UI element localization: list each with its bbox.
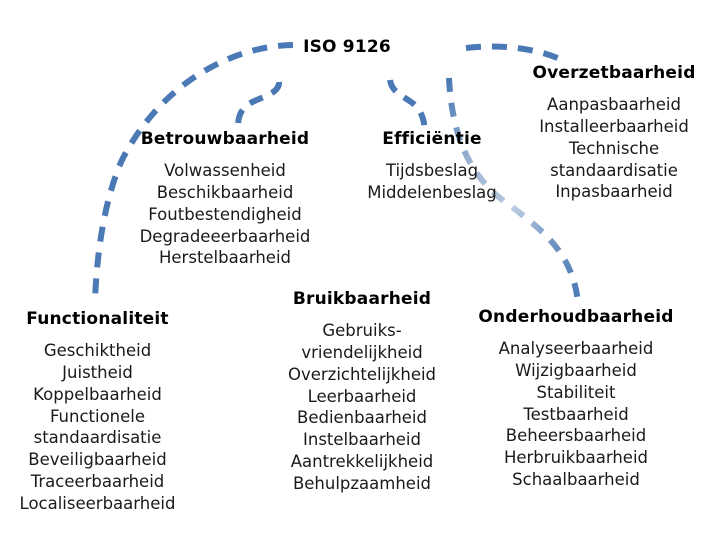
list-item: Middelenbeslag <box>367 182 497 202</box>
root-title: ISO 9126 <box>303 37 391 57</box>
list-item: Herstelbaarheid <box>159 248 291 268</box>
list-item: Testbaarheid <box>523 404 629 424</box>
list-item: Instelbaarheid <box>303 430 421 450</box>
group-items-bruikbaarheid: Gebruiks- vriendelijkheid Overzichtelijk… <box>258 320 466 496</box>
list-item: Analyseerbaarheid <box>498 338 654 358</box>
list-item: Installeerbaarheid <box>539 116 689 136</box>
list-item: Volwassenheid <box>164 160 286 180</box>
group-items-onderhoudbaarheid: Analyseerbaarheid Wijzigbaarheid Stabili… <box>462 338 690 492</box>
list-item: Degradeeerbaarheid <box>139 226 311 246</box>
root-node: ISO 9126 <box>232 38 462 57</box>
list-item: Overzichtelijkheid <box>287 364 437 384</box>
group-efficientie: Efficiëntie Tijdsbeslag Middelenbeslag <box>352 130 512 204</box>
list-item: Gebruiks- <box>322 320 402 340</box>
list-item: Functionele <box>49 406 146 426</box>
group-functionaliteit: Functionaliteit Geschiktheid Juistheid K… <box>0 310 195 515</box>
group-items-betrouwbaarheid: Volwassenheid Beschikbaarheid Foutbesten… <box>125 160 325 270</box>
list-item: Schaalbaarheid <box>512 470 640 490</box>
list-item: Juistheid <box>62 362 133 382</box>
group-items-overzetbaarheid: Aanpasbaarheid Installeerbaarheid Techni… <box>508 94 720 204</box>
list-item: vriendelijkheid <box>301 342 423 362</box>
list-item: Geschiktheid <box>43 340 152 360</box>
connector-overzetbaarheid <box>465 43 568 65</box>
group-items-efficientie: Tijdsbeslag Middelenbeslag <box>352 160 512 204</box>
group-title-bruikbaarheid: Bruikbaarheid <box>292 289 432 309</box>
list-item: Technische <box>568 138 660 158</box>
list-item: standaardisatie <box>33 428 162 448</box>
list-item: Aanpasbaarheid <box>547 94 681 114</box>
list-item: Tijdsbeslag <box>385 160 479 180</box>
group-title-betrouwbaarheid: Betrouwbaarheid <box>140 129 310 149</box>
group-overzetbaarheid: Overzetbaarheid Aanpasbaarheid Installee… <box>508 64 720 203</box>
group-title-overzetbaarheid: Overzetbaarheid <box>532 63 696 83</box>
list-item: Behulpzaamheid <box>292 474 432 494</box>
group-title-onderhoudbaarheid: Onderhoudbaarheid <box>478 307 674 327</box>
list-item: Wijzigbaarheid <box>515 360 637 380</box>
group-title-functionaliteit: Functionaliteit <box>26 309 169 329</box>
group-title-efficientie: Efficiëntie <box>382 129 482 149</box>
connector-efficientie <box>387 79 428 135</box>
group-onderhoudbaarheid: Onderhoudbaarheid Analyseerbaarheid Wijz… <box>462 308 690 491</box>
group-betrouwbaarheid: Betrouwbaarheid Volwassenheid Beschikbaa… <box>125 130 325 269</box>
list-item: Traceerbaarheid <box>30 472 165 492</box>
list-item: standaardisatie <box>550 160 678 180</box>
list-item: Localiseerbaarheid <box>19 494 176 514</box>
list-item: Foutbestendigheid <box>148 204 302 224</box>
list-item: Leerbaarheid <box>307 386 417 406</box>
list-item: Stabiliteit <box>536 382 616 402</box>
list-item: Beschikbaarheid <box>156 182 294 202</box>
connector-betrouwbaarheid <box>235 81 282 128</box>
list-item: Inpasbaarheid <box>555 182 673 202</box>
list-item: Bedienbaarheid <box>297 408 427 428</box>
group-items-functionaliteit: Geschiktheid Juistheid Koppelbaarheid Fu… <box>0 340 195 516</box>
list-item: Aantrekkelijkheid <box>290 452 434 472</box>
list-item: Herbruikbaarheid <box>503 448 649 468</box>
list-item: Beheersbaarheid <box>505 426 647 446</box>
group-bruikbaarheid: Bruikbaarheid Gebruiks- vriendelijkheid … <box>258 290 466 495</box>
list-item: Beveiligbaarheid <box>28 450 167 470</box>
list-item: Koppelbaarheid <box>33 384 162 404</box>
